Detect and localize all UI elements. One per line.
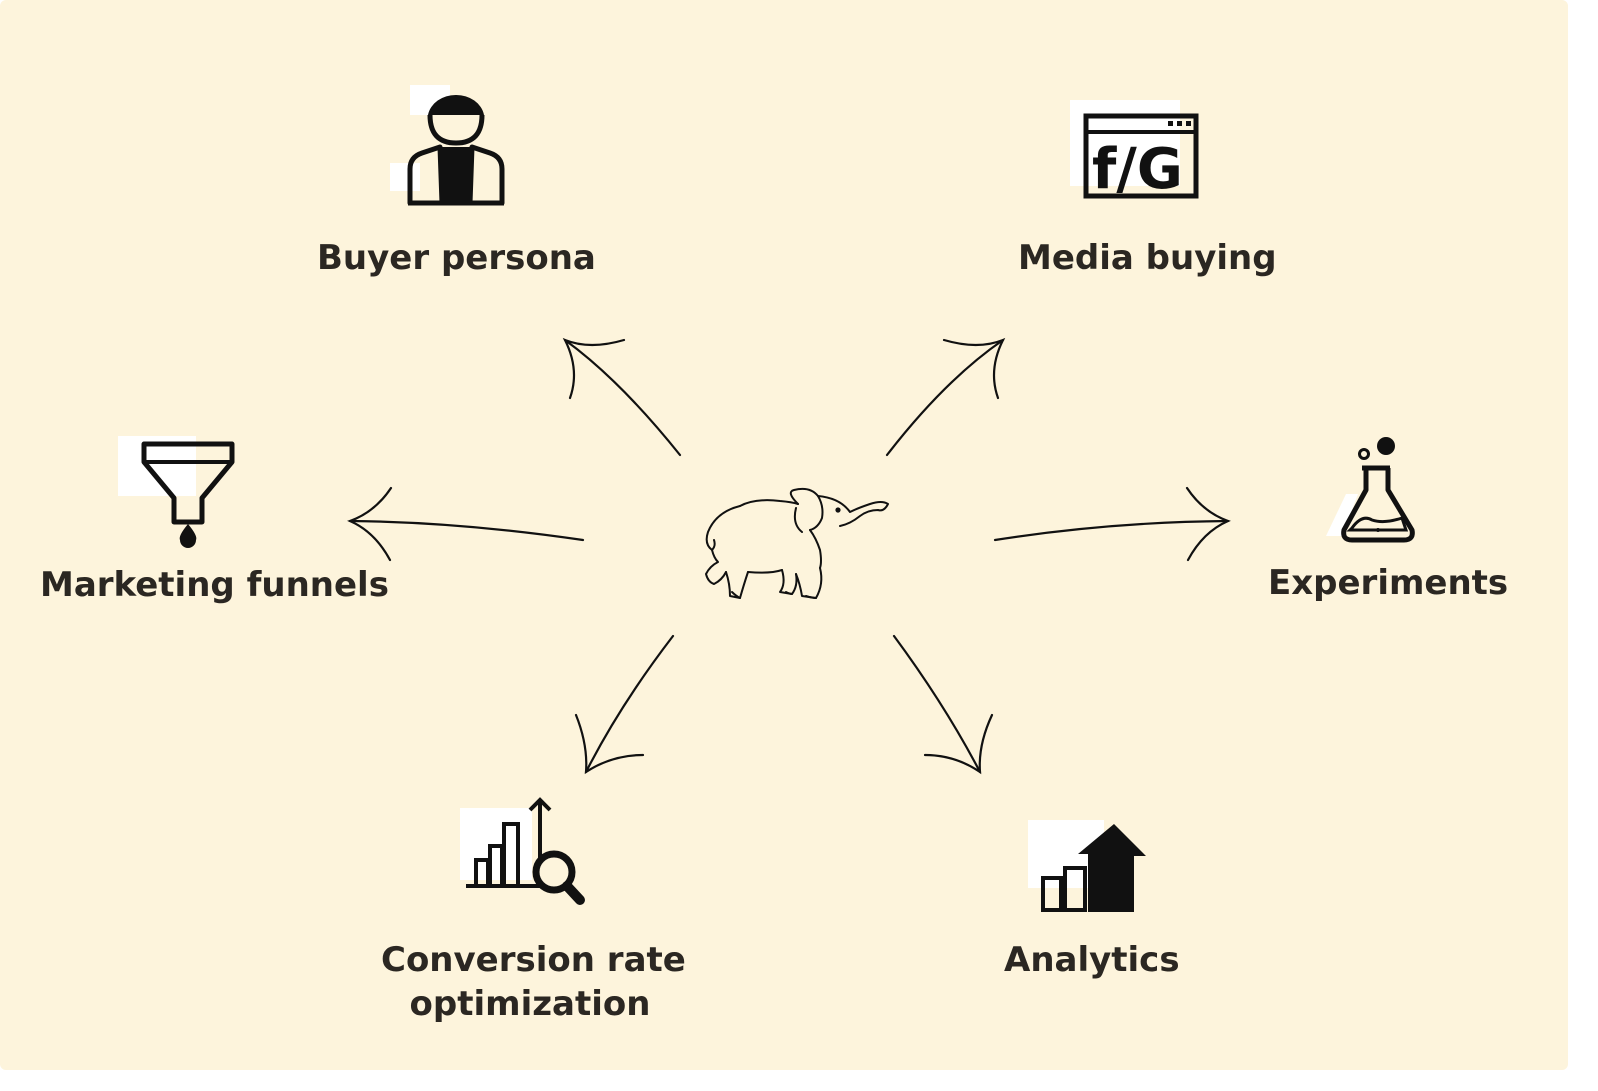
media-buying-icon-text: f/G — [1092, 137, 1183, 202]
bar-chart-search-icon — [460, 797, 585, 905]
arrowhead-media-buying — [942, 337, 1006, 400]
label-analytics: Analytics — [1004, 940, 1180, 980]
label-media-buying: Media buying — [1018, 238, 1277, 278]
label-experiments: Experiments — [1268, 563, 1509, 603]
arrowhead-experiments — [1185, 486, 1231, 562]
arrowhead-analytics — [923, 713, 994, 775]
label-conversion-rate-line1: Conversion rate — [381, 940, 686, 980]
arrow-to-conversion-rate — [584, 634, 675, 774]
arrow-to-marketing-funnels — [348, 519, 585, 542]
diagram-card: Buyer persona f/G Media buying Marketing… — [0, 0, 1568, 1070]
arrow-to-buyer-persona — [563, 338, 682, 457]
label-conversion-rate-line2: optimization — [409, 984, 651, 1024]
arrowhead-marketing-funnels — [347, 486, 393, 562]
arrow-to-experiments — [993, 519, 1230, 542]
elephant-icon — [705, 487, 889, 599]
bar-chart-up-arrow-icon — [1028, 820, 1146, 912]
arrow-to-analytics — [892, 634, 982, 774]
flask-icon — [1326, 437, 1415, 543]
arrowhead-buyer-persona — [562, 337, 626, 400]
arrowhead-conversion-rate — [574, 713, 645, 775]
label-marketing-funnels: Marketing funnels — [40, 565, 389, 605]
browser-window-icon: f/G — [1070, 100, 1199, 202]
arrow-to-media-buying — [885, 338, 1005, 457]
arrows-layer — [347, 337, 1231, 775]
person-icon — [390, 85, 505, 206]
label-buyer-persona: Buyer persona — [317, 238, 596, 278]
funnel-icon — [118, 436, 235, 548]
